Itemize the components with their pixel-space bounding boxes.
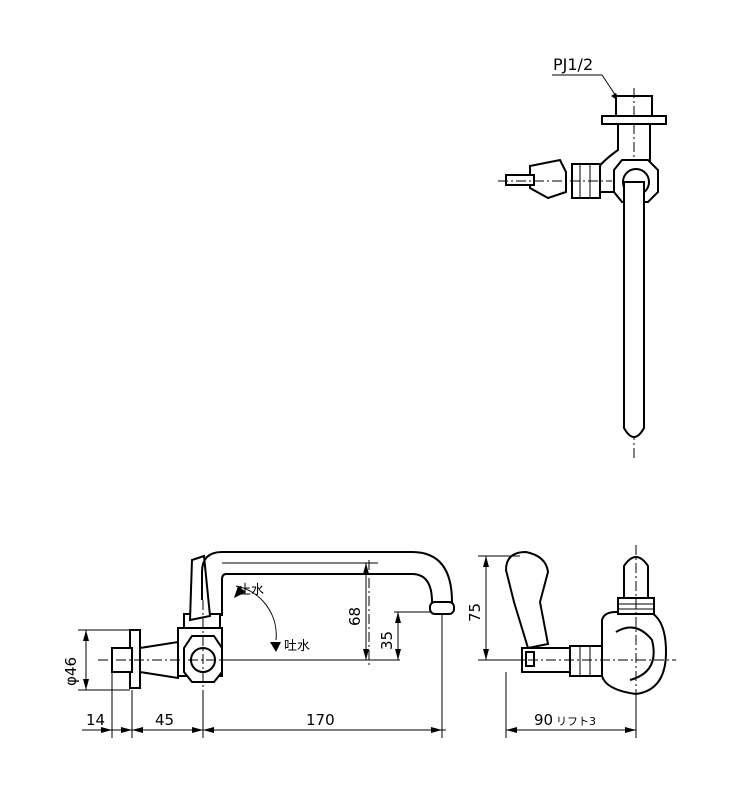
top-spout-pipe <box>623 181 645 438</box>
top-flange <box>601 115 667 125</box>
dim-arrow <box>625 727 636 733</box>
dim-arrow <box>395 612 401 623</box>
front-view: 止水 吐水 φ46 68 35 14 45 170 <box>62 551 455 738</box>
stop-arrow <box>234 586 246 598</box>
dim-170-label: 170 <box>306 711 335 729</box>
thread-label: PJ1/2 <box>553 55 593 74</box>
top-view: PJ1/2 <box>498 55 667 460</box>
front-handle-lever <box>188 554 212 622</box>
dim-arrow <box>203 727 214 733</box>
top-handle <box>529 158 567 200</box>
side-view: 75 90 リフト3 <box>466 545 676 738</box>
dim-68-label: 68 <box>346 607 364 626</box>
dim-arrow <box>431 727 442 733</box>
dim-arrow <box>506 727 517 733</box>
rotation-arc <box>235 585 277 641</box>
side-elbow-curve <box>615 626 655 681</box>
dim-arrow <box>192 727 203 733</box>
dim-arrow <box>395 649 401 660</box>
dim-46-label: φ46 <box>62 657 80 686</box>
dim-arrow <box>83 630 89 641</box>
dim-arrow <box>483 556 489 567</box>
front-spout-tip <box>429 601 455 615</box>
side-stem-cap <box>525 651 535 667</box>
dim-arrow <box>83 679 89 690</box>
side-body <box>601 611 668 696</box>
dim-90-label: 90 <box>534 711 553 729</box>
dim-35-label: 35 <box>378 631 396 650</box>
dim-14-label: 14 <box>86 711 105 729</box>
dim-arrow <box>132 727 143 733</box>
side-valve-nut <box>569 645 603 677</box>
discharge-label: 吐水 <box>284 639 310 654</box>
dim-lift-label: リフト3 <box>556 715 596 728</box>
dim-arrow <box>121 727 132 733</box>
top-handle-stem <box>505 174 535 186</box>
stop-water-label: 止水 <box>238 583 264 598</box>
dim-45-label: 45 <box>155 711 174 729</box>
dim-arrow <box>363 649 369 660</box>
side-lever-handle <box>504 550 550 650</box>
discharge-arrow <box>270 642 281 652</box>
dim-arrow <box>363 563 369 574</box>
dim-75-label: 75 <box>466 603 484 622</box>
dim-arrow <box>483 649 489 660</box>
dim-arrow <box>101 727 112 733</box>
